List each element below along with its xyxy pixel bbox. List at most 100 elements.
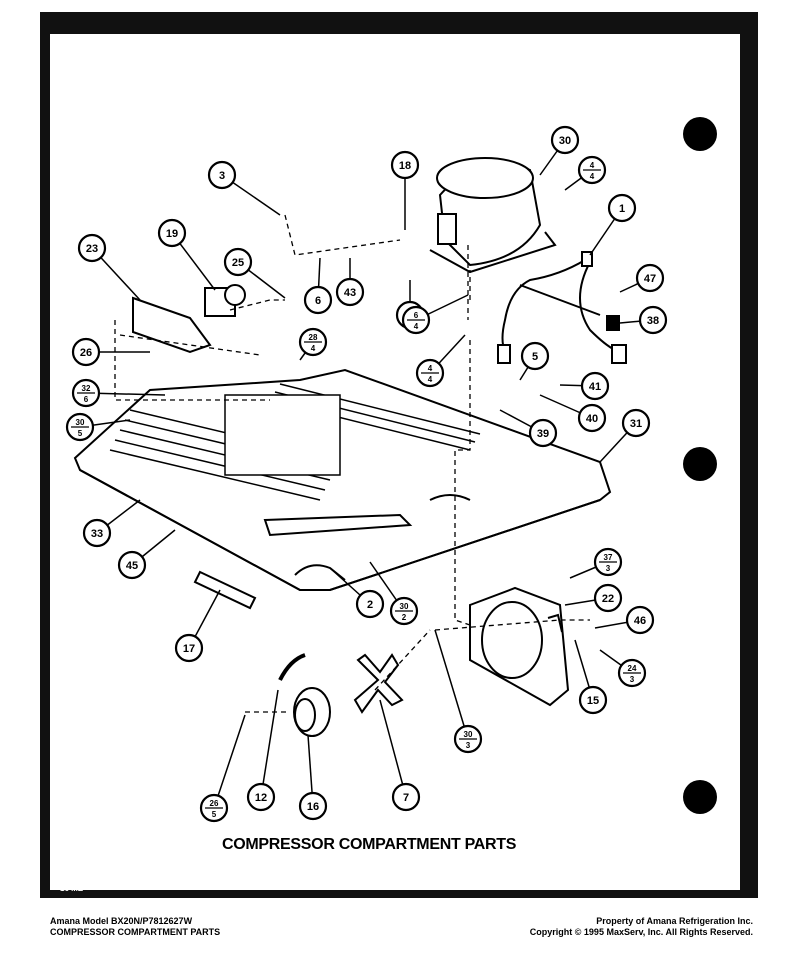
callout-circle [246,782,276,812]
callout-circle [580,371,610,401]
callout-label: 17 [183,643,195,655]
callout-label: 3 [219,170,225,182]
callout-c40: 40 [539,394,607,433]
callout-c28_4: 284 [298,327,328,361]
callout-c33: 33 [82,499,141,548]
callout-leader [213,714,246,809]
callout-circle [520,341,550,371]
callout-leader [260,689,279,798]
callout-c17: 17 [174,589,221,663]
property-line: Property of Amana Refrigeration Inc. [596,916,753,926]
callout-c3: 3 [207,160,281,216]
model-line: Amana Model BX20N/P7812627W [50,916,193,926]
callout-label-top: 6 [414,311,419,320]
callout-c30_3: 303 [434,629,483,754]
connector-part [611,344,627,364]
callout-c26_5: 265 [199,714,246,823]
callout-c6: 6 [303,257,333,315]
callout-circle [335,277,365,307]
callout-circle [638,305,668,335]
cord-part [278,653,306,681]
callout-label: 26 [80,347,92,359]
callout-c38: 38 [619,305,668,335]
callout-label: 40 [586,413,598,425]
callout-circle [550,125,580,155]
callout-c6_4: 64 [401,294,469,335]
callout-label-top: 37 [604,553,613,562]
connector-part [581,251,593,267]
callout-label-top: 30 [400,602,409,611]
callout-label: 12 [255,792,267,804]
page-code: 16 ME⁷⁴ ⁷ [60,884,96,893]
callout-label: 23 [86,243,98,255]
callout-label: 15 [587,695,599,707]
tube-part [193,570,257,610]
callout-label: 5 [532,351,538,363]
callout-c47: 47 [619,263,665,293]
callout-label-bottom: 3 [466,741,471,750]
callout-label-bottom: 6 [84,395,89,404]
callout-circle [77,233,107,263]
callout-circle [625,605,655,635]
callout-c45: 45 [117,529,176,580]
callout-label: 47 [644,273,656,285]
fan-motor-part [293,687,331,737]
callout-c32_6: 326 [71,378,166,408]
callout-label: 45 [126,560,138,572]
callout-c39: 39 [499,409,558,448]
callout-c18: 18 [390,150,420,230]
callout-label-bottom: 4 [311,344,316,353]
callout-circle [578,685,608,715]
callout-circle [355,589,385,619]
callout-circle [577,403,607,433]
callout-label-top: 28 [309,333,318,342]
callout-circle [174,633,204,663]
callout-layer: 3013184423192564313473864262844454132640… [65,125,668,823]
callout-c31: 31 [599,408,651,463]
condenser-pan-part [73,368,612,591]
callout-c26: 26 [71,337,150,367]
fan-blade-part [353,653,404,714]
callout-label: 16 [307,801,319,813]
callout-label: 33 [91,528,103,540]
callout-c30_2: 302 [369,561,419,626]
callout-label: 1 [619,203,625,215]
callout-c22: 22 [564,583,623,613]
callout-c19: 19 [157,218,216,291]
callout-label-bottom: 5 [212,810,217,819]
callout-c12: 12 [246,689,279,812]
callout-circle [207,160,237,190]
callout-label-top: 30 [464,730,473,739]
callout-circle [621,408,651,438]
footer-left: Amana Model BX20N/P7812627W COMPRESSOR C… [50,916,220,938]
callout-label: 38 [647,315,659,327]
callout-c46: 46 [594,605,655,635]
callout-circle [223,247,253,277]
compressor-part [429,157,557,274]
callout-c41: 41 [559,371,610,401]
diagram-title: COMPRESSOR COMPARTMENT PARTS [222,836,517,853]
callout-circle [607,193,637,223]
callout-circle [391,782,421,812]
callout-circle [528,418,558,448]
callout-c1: 1 [589,193,637,256]
callout-label-bottom: 2 [402,613,407,622]
callout-label-bottom: 4 [428,375,433,384]
callout-circle [117,550,147,580]
footer-right: Property of Amana Refrigeration Inc. Cop… [530,916,753,938]
overload-part [204,284,246,317]
callout-c5: 5 [519,341,550,381]
binder-hole [683,117,717,151]
callout-label: 22 [602,593,614,605]
callout-label: 46 [634,615,646,627]
callout-label-bottom: 3 [606,564,611,573]
callout-circle [298,791,328,821]
relay-bracket-part [132,296,212,354]
callout-label-bottom: 4 [590,172,595,181]
condenser-coil-part [109,383,481,501]
connector-part [497,344,511,364]
callout-circle [157,218,187,248]
callout-label: 19 [166,228,178,240]
callout-label-top: 24 [628,664,637,673]
